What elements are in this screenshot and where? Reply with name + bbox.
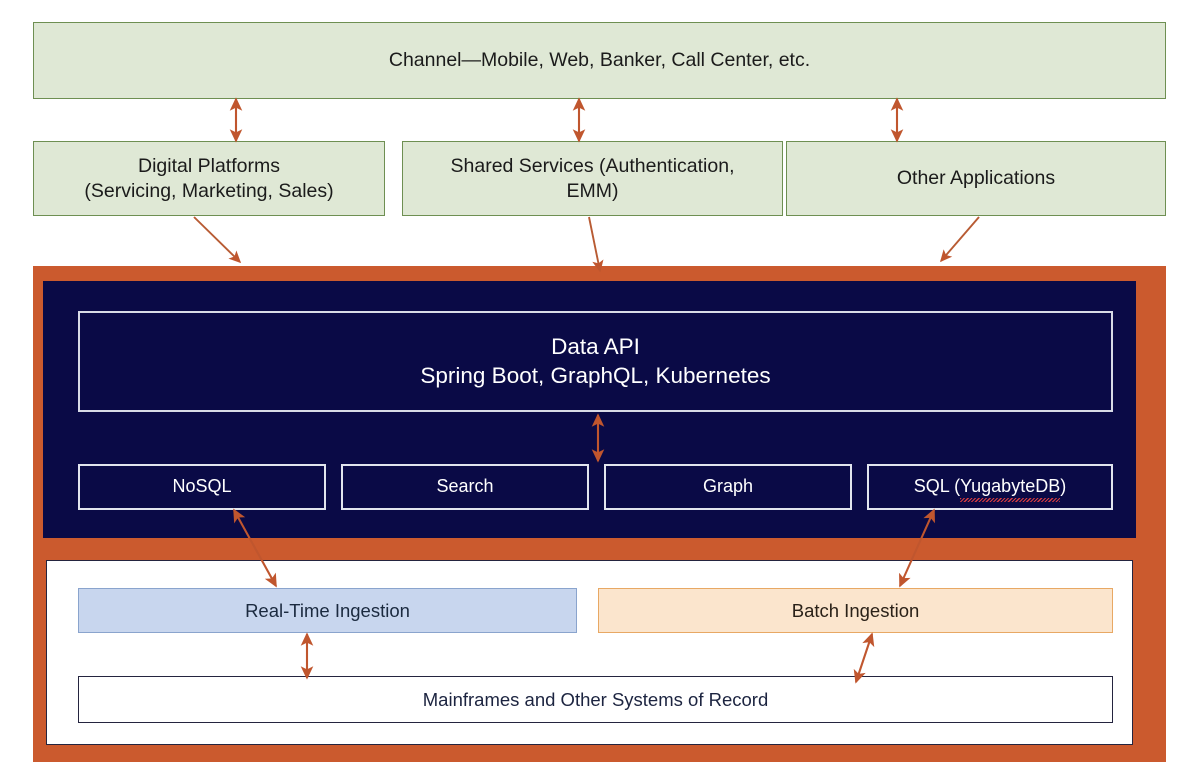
- arrow-shared-services-to-platform: [588, 216, 604, 273]
- datastore-sql-label: SQL (YugabyteDB): [913, 475, 1067, 502]
- datastore-sql-flagged-word: YugabyteDB: [960, 475, 1061, 502]
- channel-box: Channel—Mobile, Web, Banker, Call Center…: [33, 22, 1166, 99]
- data-api-title: Data API: [551, 333, 640, 359]
- datastore-nosql: NoSQL: [78, 464, 326, 510]
- other-applications-label: Other Applications: [896, 167, 1056, 190]
- arrow-digital-platforms-to-platform: [193, 216, 242, 264]
- other-applications-box: Other Applications: [786, 141, 1166, 216]
- batch-ingestion-label: Batch Ingestion: [791, 599, 920, 621]
- data-api-subtitle: Spring Boot, GraphQL, Kubernetes: [420, 362, 771, 388]
- channel-label: Channel—Mobile, Web, Banker, Call Center…: [388, 49, 811, 72]
- shared-services-box: Shared Services (Authentication,EMM): [402, 141, 783, 216]
- digital-platforms-label: Digital Platforms(Servicing, Marketing, …: [84, 154, 334, 202]
- datastore-search-label: Search: [436, 476, 494, 497]
- data-api-box: Data API Spring Boot, GraphQL, Kubernete…: [78, 311, 1113, 412]
- real-time-ingestion-box: Real-Time Ingestion: [78, 588, 577, 633]
- datastore-sql-suffix: ): [1060, 476, 1067, 497]
- datastore-graph: Graph: [604, 464, 852, 510]
- datastore-search: Search: [341, 464, 589, 510]
- real-time-ingestion-label: Real-Time Ingestion: [245, 599, 410, 621]
- datastore-sql: SQL (YugabyteDB): [867, 464, 1113, 510]
- datastore-sql-prefix: SQL (: [913, 476, 961, 497]
- digital-platforms-box: Digital Platforms(Servicing, Marketing, …: [33, 141, 385, 216]
- datastore-graph-label: Graph: [702, 476, 754, 497]
- systems-of-record-box: Mainframes and Other Systems of Record: [78, 676, 1113, 723]
- batch-ingestion-box: Batch Ingestion: [598, 588, 1113, 633]
- systems-of-record-label: Mainframes and Other Systems of Record: [422, 688, 769, 710]
- arrow-other-applications-to-platform: [940, 216, 980, 263]
- datastore-nosql-label: NoSQL: [172, 476, 232, 497]
- shared-services-label: Shared Services (Authentication,EMM): [450, 154, 735, 202]
